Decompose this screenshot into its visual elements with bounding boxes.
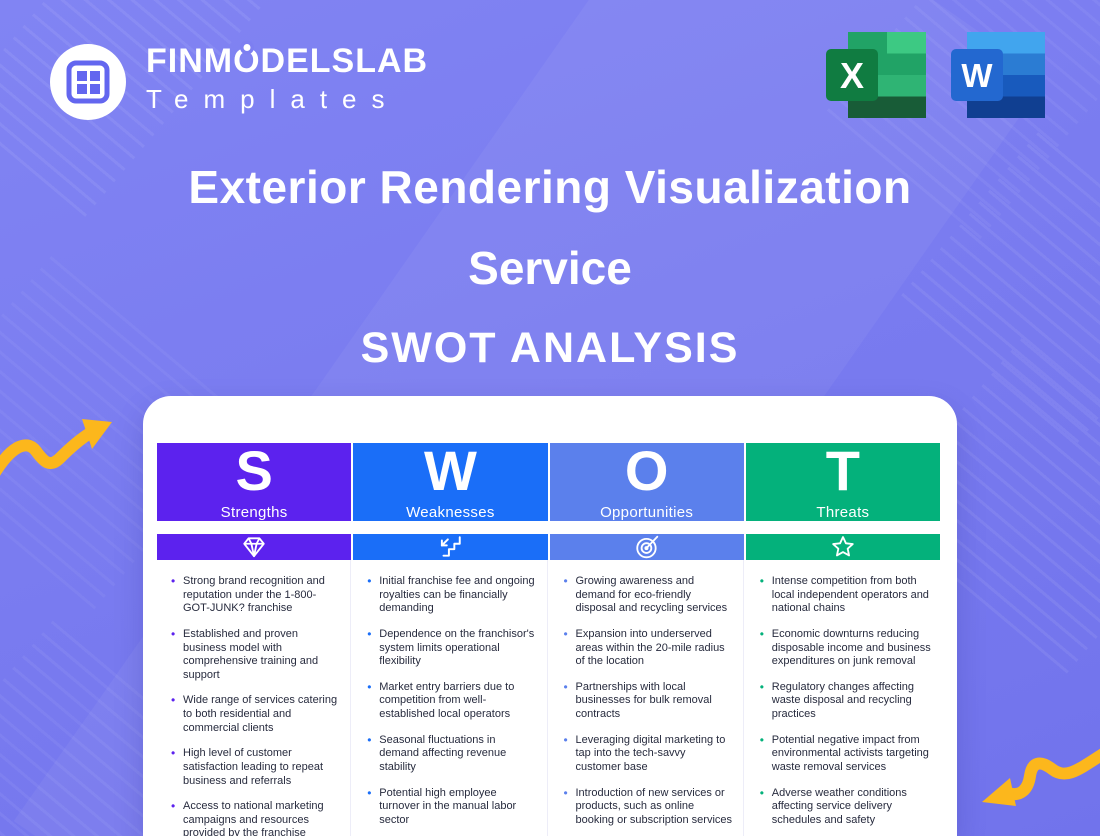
swot-card: S Strengths Strong brand recognition and…: [143, 396, 957, 836]
page-title-line2: Service: [468, 242, 632, 294]
threats-header: T Threats: [745, 439, 940, 521]
list-item: Established and proven business model wi…: [170, 627, 341, 683]
swot-column-threats: T Threats Intense competition from both …: [745, 439, 940, 836]
page-title-swot: SWOT ANALYSIS: [360, 324, 740, 372]
list-item: Market entry barriers due to competition…: [366, 680, 537, 722]
squiggle-arrow-right: [982, 748, 1100, 806]
squiggle-arrow-left: [0, 419, 112, 476]
star-icon: [832, 536, 854, 557]
stairs-down-icon: [441, 536, 462, 557]
list-item: Leveraging digital marketing to tap into…: [563, 733, 734, 775]
opportunities-icon-row: [549, 534, 744, 560]
page-title-line1: Exterior Rendering Visualization: [188, 161, 912, 213]
logo-circle: [50, 44, 126, 120]
svg-text:X: X: [840, 55, 864, 96]
swot-column-strengths: S Strengths Strong brand recognition and…: [157, 439, 352, 836]
brand-subtitle: Templates: [146, 83, 400, 114]
list-item: Initial franchise fee and ongoing royalt…: [366, 574, 537, 616]
weaknesses-list: Initial franchise fee and ongoing royalt…: [353, 560, 548, 836]
threats-label: Threats: [816, 504, 870, 521]
list-item: Seasonal fluctuations in demand affectin…: [366, 733, 537, 775]
weaknesses-letter: W: [423, 439, 477, 502]
list-item: Adverse weather conditions affecting ser…: [759, 786, 931, 828]
list-item: Introduction of new services or products…: [563, 786, 734, 828]
weaknesses-icon-row: [353, 534, 548, 560]
threats-list: Intense competition from both local inde…: [746, 560, 940, 836]
threats-icon-row: [745, 534, 940, 560]
weaknesses-label: Weaknesses: [406, 504, 495, 521]
weaknesses-header: W Weaknesses: [353, 439, 548, 521]
list-item: Expansion into underserved areas within …: [563, 627, 734, 669]
opportunities-label: Opportunities: [600, 504, 694, 521]
strengths-list: Strong brand recognition and reputation …: [157, 560, 352, 836]
svg-text:W: W: [961, 57, 993, 94]
brand-logo: FINMODELSLAB Templates: [50, 42, 429, 120]
swot-column-weaknesses: W Weaknesses Initial franchise fee and o…: [353, 439, 548, 836]
strengths-icon-row: [157, 534, 352, 560]
list-item: High level of customer satisfaction lead…: [170, 746, 341, 788]
grid-logo-icon: [66, 60, 110, 104]
excel-icon: X: [826, 32, 926, 118]
list-item: Intense competition from both local inde…: [759, 574, 931, 616]
list-item: Wide range of services catering to both …: [170, 693, 341, 735]
swot-column-opportunities: O Opportunities Growing awareness and de…: [549, 439, 744, 836]
list-item: Dependence on the franchisor's system li…: [366, 627, 537, 669]
opportunities-list: Growing awareness and demand for eco-fri…: [550, 560, 744, 836]
strengths-letter: S: [235, 439, 273, 502]
list-item: Strong brand recognition and reputation …: [170, 574, 341, 616]
brand-o-mark: O: [233, 42, 261, 80]
opportunities-header: O Opportunities: [549, 439, 744, 521]
strengths-header: S Strengths: [157, 439, 352, 521]
list-item: Potential negative impact from environme…: [759, 733, 931, 775]
gem-icon: [243, 537, 265, 558]
threats-letter: T: [825, 439, 860, 502]
list-item: Economic downturns reducing disposable i…: [759, 627, 931, 669]
list-item: Partnerships with local businesses for b…: [563, 680, 734, 722]
opportunities-letter: O: [624, 439, 669, 502]
word-icon: W: [951, 32, 1045, 118]
brand-name: FINMODELSLAB: [146, 42, 429, 80]
list-item: Potential high employee turnover in the …: [366, 786, 537, 828]
list-item: Growing awareness and demand for eco-fri…: [563, 574, 734, 616]
list-item: Regulatory changes affecting waste dispo…: [759, 680, 931, 722]
list-item: Access to national marketing campaigns a…: [170, 799, 341, 836]
target-icon: [635, 535, 658, 559]
strengths-label: Strengths: [220, 504, 288, 521]
